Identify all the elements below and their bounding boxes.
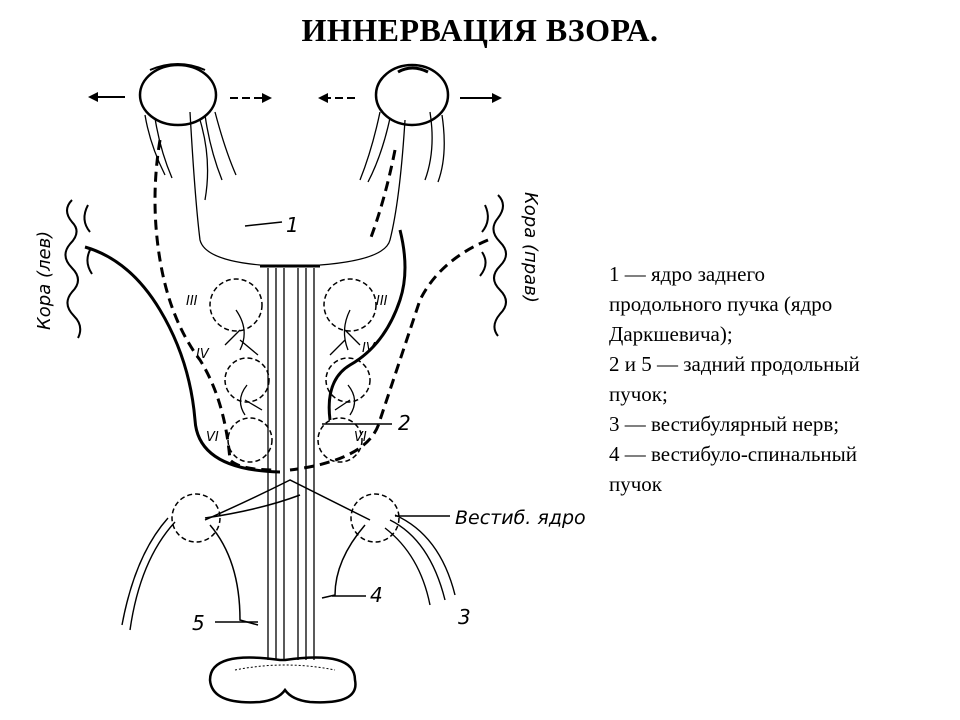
legend-line: 2 и 5 — задний продольный xyxy=(609,352,860,376)
label-VI-right: VI xyxy=(354,430,367,445)
left-eyeball xyxy=(138,63,218,127)
legend-line: 1 — ядро заднего xyxy=(609,262,766,286)
label-cortex-right: Кора (прав) xyxy=(520,192,541,303)
left-eye-muscles xyxy=(144,111,261,266)
label-2: 2 xyxy=(398,411,411,435)
label-3: 3 xyxy=(458,605,471,629)
legend-line: 3 — вестибулярный нерв; xyxy=(609,412,840,436)
vestibular-nerve xyxy=(121,514,456,631)
solid-pathways xyxy=(260,229,407,421)
label-III-right: III xyxy=(376,294,388,309)
label-vestibular-nucleus: Вестиб. ядро xyxy=(455,507,586,529)
left-cortex xyxy=(64,199,93,339)
label-IV-left: IV xyxy=(196,347,210,362)
spinal-cord-section xyxy=(208,656,357,704)
legend-line: пучок xyxy=(609,472,663,496)
label-1: 1 xyxy=(286,213,299,237)
legend-line: продольного пучка (ядро xyxy=(609,292,833,316)
legend-line: 4 — вестибуло-спинальный xyxy=(609,442,857,466)
label-IV-right: IV xyxy=(362,341,376,356)
legend-line: пучок; xyxy=(609,382,668,406)
legend-line: Даркшевича); xyxy=(609,322,733,346)
gaze-arrows xyxy=(88,92,502,103)
right-cortex xyxy=(479,194,507,337)
page-title: ИННЕРВАЦИЯ ВЗОРА. xyxy=(301,12,659,48)
label-VI-left: VI xyxy=(206,430,219,445)
dashed-eye-pathways xyxy=(153,139,397,472)
label-leaders xyxy=(215,221,450,623)
right-eyeball xyxy=(374,63,450,127)
cranial-nerve-nuclei xyxy=(171,278,400,543)
label-4: 4 xyxy=(370,583,383,607)
label-cortex-left: Кора (лев) xyxy=(34,231,55,330)
left-cortical-pathway xyxy=(84,245,281,474)
vestibular-connections xyxy=(204,479,371,626)
right-eye-muscles xyxy=(319,111,445,266)
label-5: 5 xyxy=(192,611,205,635)
legend: 1 — ядро заднего продольного пучка (ядро… xyxy=(609,259,949,499)
medial-longitudinal-fasciculus xyxy=(267,268,315,660)
label-III-left: III xyxy=(186,294,198,309)
right-cortical-pathway xyxy=(289,238,489,472)
nerve-branches xyxy=(224,309,361,416)
